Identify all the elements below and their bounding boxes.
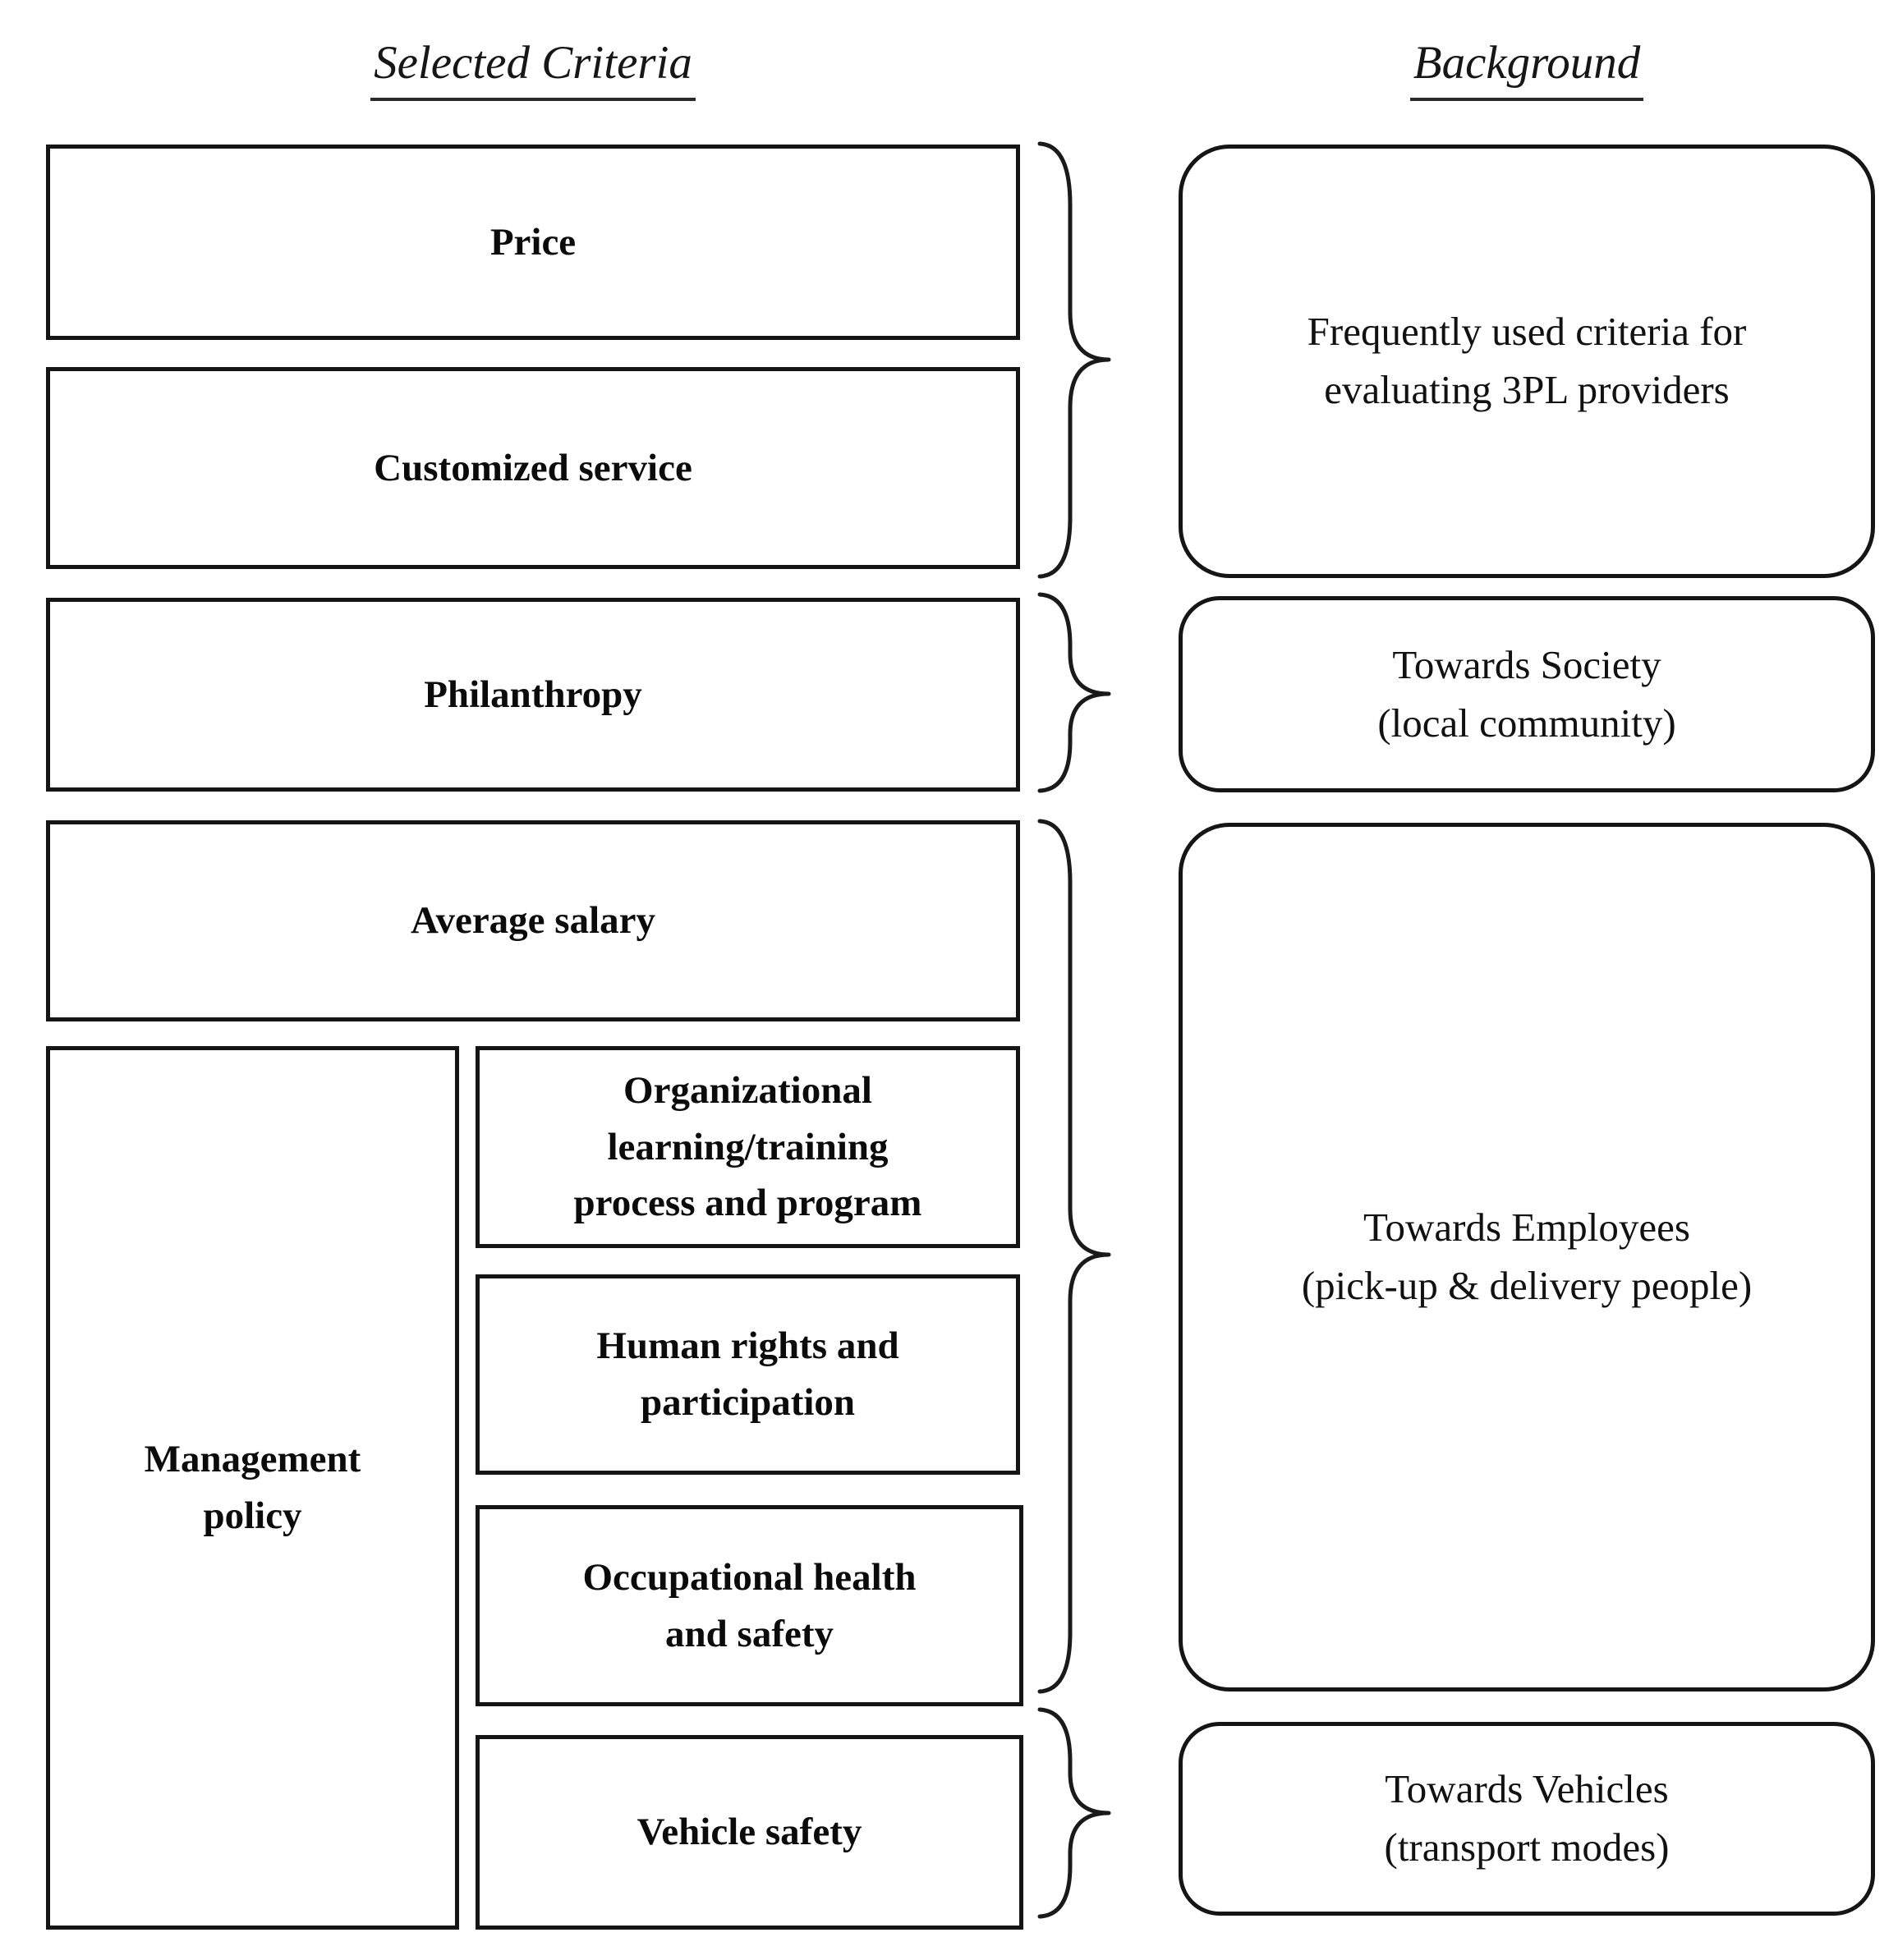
criterion-label-average-salary: Average salary	[411, 899, 655, 943]
background-heading-text: Background	[1409, 36, 1644, 101]
selected-criteria-heading: Selected Criteria	[46, 36, 1020, 101]
criterion-label-human-rights-line2: participation	[640, 1381, 856, 1424]
criterion-box-occupational-health: Occupational health and safety	[476, 1505, 1023, 1706]
criterion-label-organizational-learning-line3: process and program	[573, 1182, 922, 1225]
criterion-box-human-rights: Human rights and participation	[476, 1274, 1020, 1475]
background-label-towards-society-line1: Towards Society	[1392, 641, 1661, 687]
background-heading: Background	[1179, 36, 1875, 101]
criterion-box-price: Price	[46, 145, 1020, 340]
criterion-box-organizational-learning: Organizational learning/training process…	[476, 1046, 1020, 1248]
criterion-box-average-salary: Average salary	[46, 820, 1020, 1021]
brace-employees-group	[1037, 819, 1111, 1694]
background-label-towards-society-line2: (local community)	[1377, 700, 1676, 746]
background-label-towards-vehicles-line2: (transport modes)	[1384, 1825, 1670, 1870]
criterion-label-human-rights-line1: Human rights and	[596, 1324, 899, 1368]
background-label-towards-employees-line2: (pick-up & delivery people)	[1301, 1263, 1753, 1308]
brace-vehicle-safety	[1037, 1707, 1111, 1919]
criterion-label-occupational-health-line1: Occupational health	[582, 1555, 917, 1599]
background-label-frequently-used-line2: evaluating 3PL providers	[1324, 367, 1730, 412]
criterion-label-philanthropy: Philanthropy	[424, 672, 642, 716]
selected-criteria-heading-text: Selected Criteria	[370, 36, 696, 101]
criterion-label-management-policy-line2: policy	[203, 1494, 302, 1537]
criterion-box-vehicle-safety: Vehicle safety	[476, 1735, 1023, 1930]
criterion-label-customized-service: Customized service	[374, 446, 692, 489]
background-label-frequently-used-line1: Frequently used criteria for	[1307, 309, 1747, 355]
criterion-label-organizational-learning-line1: Organizational	[623, 1069, 872, 1113]
criterion-label-occupational-health-line2: and safety	[665, 1612, 834, 1655]
background-box-towards-vehicles: Towards Vehicles (transport modes)	[1179, 1722, 1875, 1916]
criterion-label-management-policy-line1: Management	[144, 1438, 361, 1481]
background-box-frequently-used: Frequently used criteria for evaluating …	[1179, 145, 1875, 578]
criterion-label-vehicle-safety: Vehicle safety	[636, 1811, 862, 1854]
criterion-label-organizational-learning-line2: learning/training	[607, 1125, 889, 1168]
brace-price-customized	[1037, 141, 1111, 579]
background-box-towards-employees: Towards Employees (pick-up & delivery pe…	[1179, 823, 1875, 1691]
background-label-towards-vehicles-line1: Towards Vehicles	[1385, 1766, 1669, 1812]
background-box-towards-society: Towards Society (local community)	[1179, 596, 1875, 792]
criterion-box-philanthropy: Philanthropy	[46, 598, 1020, 792]
criterion-label-price: Price	[489, 220, 577, 264]
background-label-towards-employees-line1: Towards Employees	[1363, 1205, 1690, 1251]
criterion-box-management-policy: Management policy	[46, 1046, 459, 1930]
criterion-box-customized-service: Customized service	[46, 367, 1020, 569]
brace-philanthropy	[1037, 592, 1111, 793]
